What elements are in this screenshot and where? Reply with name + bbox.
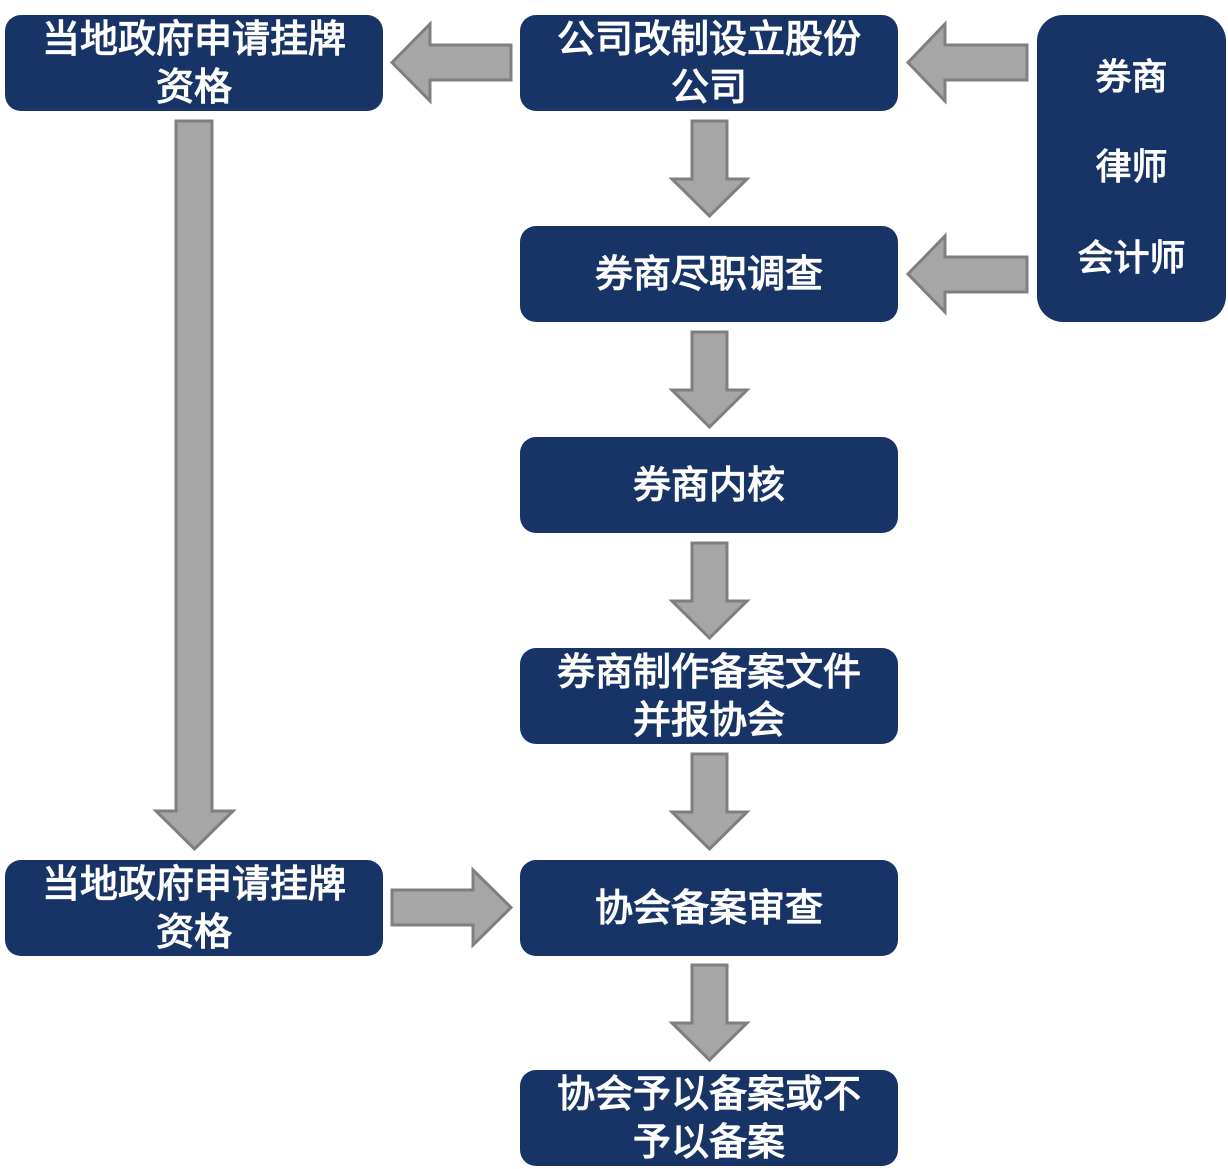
participant-broker: 券商 bbox=[1095, 57, 1168, 99]
arrow-down-step4-to-step5 bbox=[668, 752, 751, 852]
arrow-left-participants-to-step1 bbox=[905, 20, 1029, 105]
node-label-line2: 资格 bbox=[155, 65, 232, 109]
node-label-line1: 协会备案审查 bbox=[594, 886, 823, 930]
node-step-restructure: 公司改制设立股份 公司 bbox=[520, 15, 898, 111]
node-step-due-diligence: 券商尽职调查 bbox=[520, 226, 898, 322]
node-label-line1: 协会予以备案或不 bbox=[556, 1072, 861, 1116]
participant-lawyer: 律师 bbox=[1095, 147, 1168, 189]
node-label-line1: 当地政府申请挂牌 bbox=[41, 17, 346, 61]
arrow-right-gov-to-step5 bbox=[390, 866, 514, 949]
node-label-line2: 公司 bbox=[670, 65, 747, 109]
arrow-down-step2-to-step3 bbox=[668, 330, 751, 430]
node-step-internal-review: 券商内核 bbox=[520, 437, 898, 533]
arrow-left-participants-to-step2 bbox=[905, 232, 1029, 316]
node-step-prepare-filing: 券商制作备案文件 并报协会 bbox=[520, 648, 898, 744]
node-label-line1: 券商制作备案文件 bbox=[556, 650, 861, 694]
arrow-left-step1-to-gov bbox=[389, 20, 513, 105]
node-gov-apply-bottom: 当地政府申请挂牌 资格 bbox=[5, 860, 383, 956]
node-step-association-review: 协会备案审查 bbox=[520, 860, 898, 956]
node-label-line1: 券商尽职调查 bbox=[594, 252, 823, 296]
node-label-line1: 公司改制设立股份 bbox=[556, 17, 861, 61]
node-step-filing-decision: 协会予以备案或不 予以备案 bbox=[520, 1070, 898, 1166]
arrow-down-step1-to-step2 bbox=[668, 119, 751, 219]
node-label-line2: 资格 bbox=[155, 910, 232, 954]
arrow-down-step5-to-step6 bbox=[668, 963, 751, 1063]
node-participants: 券商 律师 会计师 bbox=[1037, 15, 1226, 322]
node-label-line2: 予以备案 bbox=[632, 1120, 785, 1164]
node-label-line1: 当地政府申请挂牌 bbox=[41, 862, 346, 906]
node-gov-apply-top: 当地政府申请挂牌 资格 bbox=[5, 15, 383, 111]
arrow-down-gov-to-gov bbox=[152, 119, 237, 852]
node-label-line2: 并报协会 bbox=[632, 698, 785, 742]
arrow-down-step3-to-step4 bbox=[668, 541, 751, 641]
node-label-line1: 券商内核 bbox=[632, 463, 785, 507]
participant-accountant: 会计师 bbox=[1077, 237, 1186, 279]
